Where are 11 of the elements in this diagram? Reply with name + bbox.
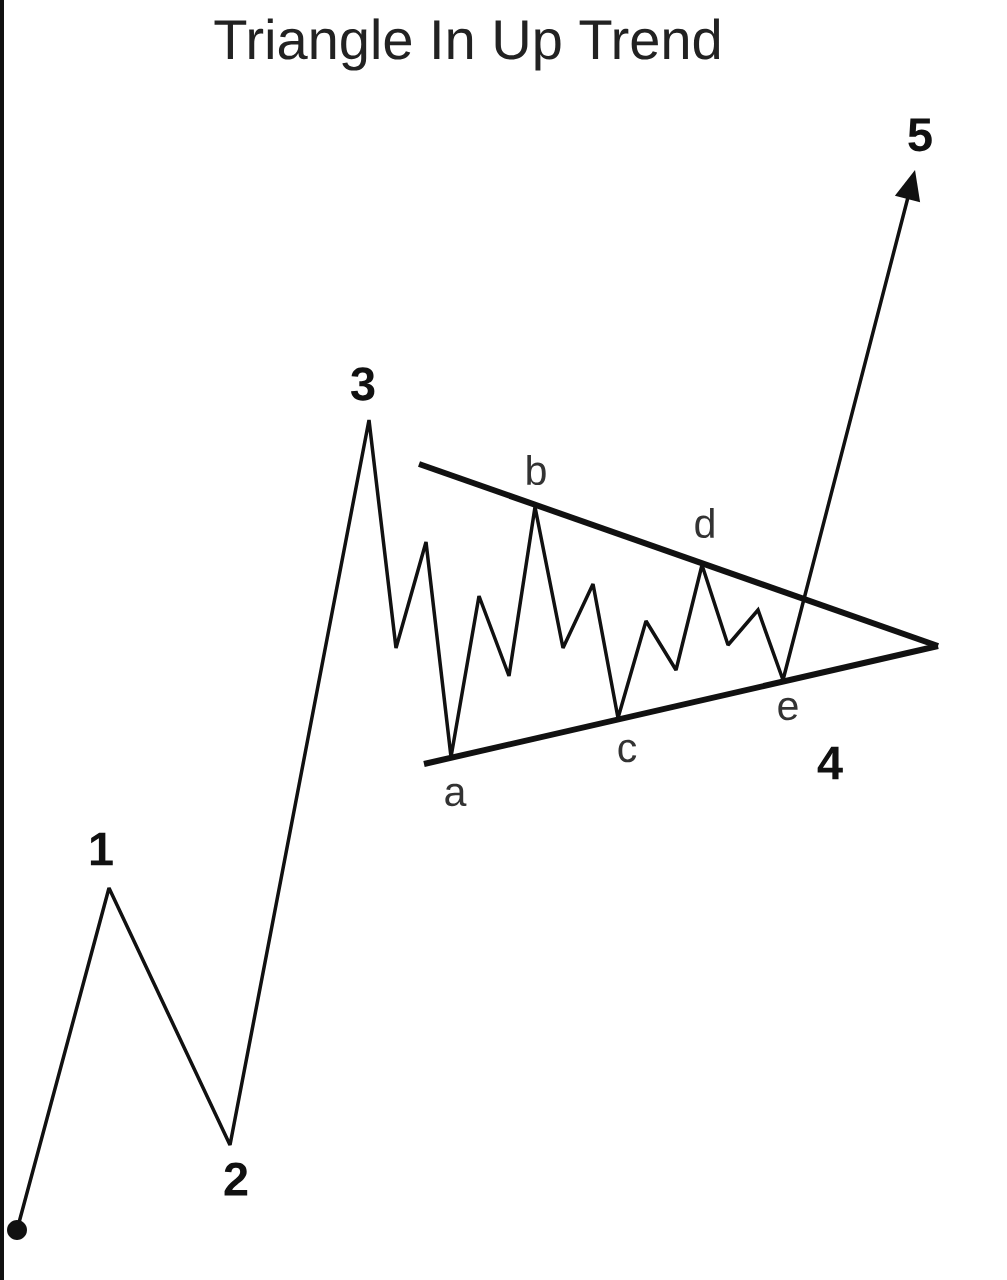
wave-number: 4 (817, 746, 843, 780)
wave-letter: d (695, 507, 714, 539)
wave-number: 3 (351, 367, 375, 401)
wave-letter: a (445, 783, 467, 807)
wave-number: 5 (908, 118, 932, 152)
wave-letter: c (618, 739, 637, 763)
wave-letter: e (778, 697, 798, 721)
title: Triangle In Up Trend (214, 18, 720, 71)
wave-number: 1 (90, 832, 113, 866)
wave-number: 2 (224, 1162, 248, 1196)
wave-letter: b (527, 454, 546, 486)
